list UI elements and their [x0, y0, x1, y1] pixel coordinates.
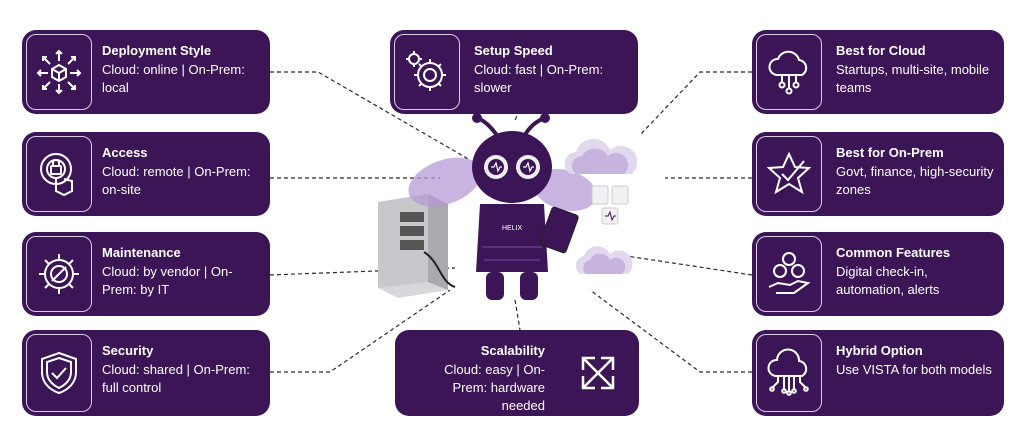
scalability-card: Scalability Cloud: easy | On-Prem: hardw…	[395, 330, 639, 416]
security-desc: Cloud: shared | On-Prem: full control	[102, 362, 250, 395]
best-for-cloud-title: Best for Cloud	[836, 43, 926, 58]
best-for-cloud-desc: Startups, multi-site, mobile teams	[836, 62, 990, 95]
mascot-badge: HELIX	[502, 225, 523, 232]
best-for-onprem-card: Best for On-Prem Govt, finance, high-sec…	[752, 132, 1004, 216]
server-rack-icon	[378, 194, 456, 298]
gears-icon	[394, 34, 460, 110]
common-features-desc: Digital check-in, automation, alerts	[836, 264, 940, 297]
mascot-illustration: HELIX	[378, 113, 638, 300]
hybrid-option-title: Hybrid Option	[836, 343, 923, 358]
box-network-icon	[26, 34, 92, 110]
cloud-network-icon	[756, 34, 822, 110]
shield-check-icon	[26, 334, 92, 412]
cloud-circuit-icon	[756, 334, 822, 412]
access-card: Access Cloud: remote | On-Prem: on-site	[22, 132, 270, 216]
best-for-onprem-desc: Govt, finance, high-security zones	[836, 164, 994, 197]
common-features-title: Common Features	[836, 245, 951, 260]
security-title: Security	[102, 343, 154, 358]
hybrid-option-card: Hybrid Option Use VISTA for both models	[752, 330, 1004, 416]
best-for-cloud-card: Best for Cloud Startups, multi-site, mob…	[752, 30, 1004, 114]
security-card: Security Cloud: shared | On-Prem: full c…	[22, 330, 270, 416]
setup-speed-title: Setup Speed	[474, 43, 553, 58]
maintenance-desc: Cloud: by vendor | On-Prem: by IT	[102, 264, 233, 297]
setup-speed-card: Setup Speed Cloud: fast | On-Prem: slowe…	[390, 30, 638, 114]
hybrid-option-desc: Use VISTA for both models	[836, 362, 992, 377]
common-features-card: Common Features Digital check-in, automa…	[752, 232, 1004, 316]
access-desc: Cloud: remote | On-Prem: on-site	[102, 164, 251, 197]
access-title: Access	[102, 145, 148, 160]
cloud-small-icon	[575, 246, 633, 274]
maintenance-title: Maintenance	[102, 245, 181, 260]
touch-lock-icon	[26, 136, 92, 212]
expand-arrows-icon	[565, 334, 631, 412]
scalability-desc: Cloud: easy | On-Prem: hardware needed	[444, 362, 545, 413]
deployment-style-title: Deployment Style	[102, 43, 212, 58]
cloud-icon	[564, 138, 638, 174]
star-check-icon	[756, 136, 822, 212]
best-for-onprem-title: Best for On-Prem	[836, 145, 944, 160]
deployment-style-desc: Cloud: online | On-Prem: local	[102, 62, 245, 95]
deployment-style-card: Deployment Style Cloud: online | On-Prem…	[22, 30, 270, 114]
setup-speed-desc: Cloud: fast | On-Prem: slower	[474, 62, 604, 95]
gear-wrench-icon	[26, 236, 92, 312]
scalability-title: Scalability	[480, 343, 545, 358]
maintenance-card: Maintenance Cloud: by vendor | On-Prem: …	[22, 232, 270, 316]
hand-stars-icon	[756, 236, 822, 312]
